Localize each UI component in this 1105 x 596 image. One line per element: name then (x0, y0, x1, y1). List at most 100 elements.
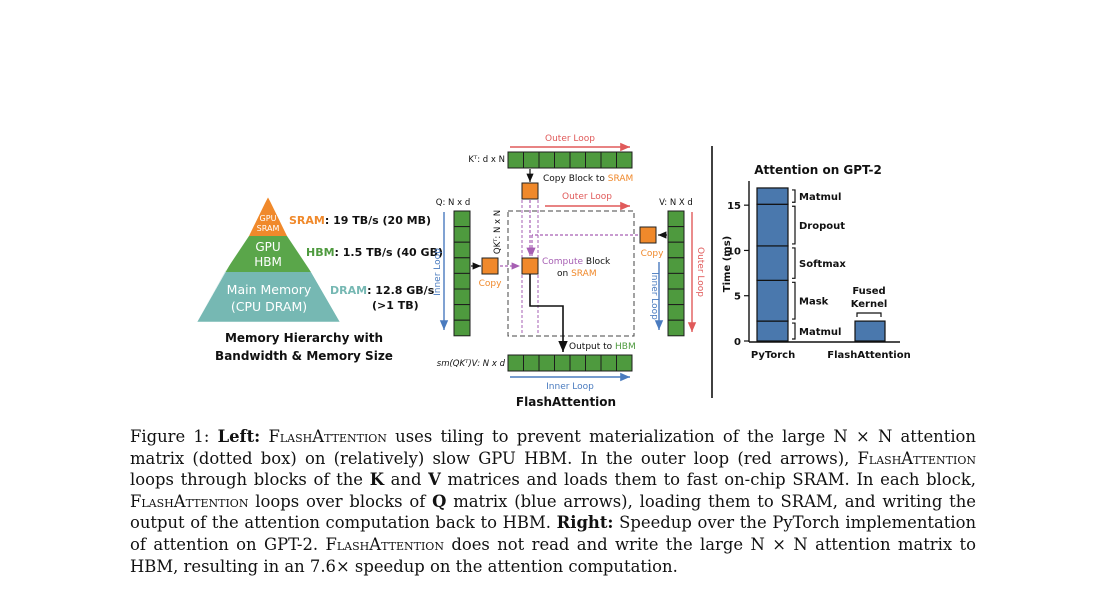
output-cell (507, 354, 524, 372)
v-cell (667, 288, 685, 306)
kt-cell (616, 151, 633, 169)
q-cell (453, 319, 471, 337)
output-cell (554, 354, 571, 372)
caption-part4: matrices and loads them to fast on-chip … (440, 470, 976, 490)
output-matrix (507, 354, 633, 372)
v-cell (667, 257, 685, 274)
caption-v: V (428, 470, 441, 490)
inner-loop-label-left: Inner Loop (433, 248, 443, 296)
v-cell (667, 226, 685, 243)
q-cell (453, 226, 471, 243)
v-matrix (667, 210, 685, 337)
bar-segment (756, 245, 789, 281)
q-matrix (453, 210, 471, 337)
q-label: Q: N x d (436, 198, 470, 208)
segment-label: Dropout (799, 221, 845, 232)
hbm-tier-label1: GPU (255, 240, 280, 254)
caption-k: K (369, 470, 384, 490)
dram-spec-size: (>1 TB) (372, 299, 419, 312)
segment-bracket (792, 322, 796, 340)
qkt-label: QKᵀ: N x N (493, 210, 503, 254)
compute-on-sram-label: on SRAM (557, 269, 597, 279)
q-block-sram (481, 257, 499, 275)
y-tick-label: 10 (727, 246, 741, 257)
caption-flash-name: FlashAttention (857, 448, 976, 468)
figure-caption: Figure 1: Left: FlashAttention uses tili… (130, 426, 976, 577)
fused-bracket (856, 312, 882, 317)
outer-loop-label-right: Outer Loop (695, 247, 705, 297)
pyramid-dram-tier (197, 272, 340, 322)
q-cell (453, 288, 471, 306)
output-cell (585, 354, 602, 372)
outer-loop-label-mid: Outer Loop (562, 192, 612, 202)
y-tick-label: 15 (727, 201, 741, 212)
flash-diagram-title: FlashAttention (516, 395, 616, 409)
kt-cell (523, 151, 540, 169)
segment-bracket (792, 189, 796, 203)
memory-caption-line2: Bandwidth & Memory Size (215, 349, 393, 363)
compute-block (521, 257, 539, 275)
sram-tier-label2: SRAM (257, 224, 280, 233)
segment-label: Matmul (799, 192, 841, 203)
q-copy-label: Copy (479, 279, 503, 289)
sram-spec: SRAM: 19 TB/s (20 MB) (289, 214, 431, 227)
pyramid-hbm-tier (225, 236, 311, 272)
kt-cell (569, 151, 586, 169)
segment-label: Mask (799, 297, 829, 308)
output-cell (616, 354, 633, 372)
caption-flash-name: FlashAttention (268, 427, 387, 446)
kt-cell (554, 151, 571, 169)
fused-label-line1: Fused (852, 286, 885, 297)
hbm-tier-label2: HBM (254, 255, 282, 269)
kt-cell (538, 151, 555, 169)
sram-tier-label1: GPU (260, 214, 277, 223)
gpt2-chart: Attention on GPT-2 Time (ms) 051015PyTor… (722, 163, 911, 361)
memory-pyramid: GPU SRAM GPU HBM Main Memory (CPU DRAM) … (196, 196, 443, 363)
caption-right-label: Right: (556, 513, 614, 533)
bar-segment (756, 203, 789, 247)
bar-segment (756, 279, 789, 322)
hbm-spec: HBM: 1.5 TB/s (40 GB) (306, 246, 443, 259)
kt-cell (600, 151, 617, 169)
fused-label-line2: Kernel (851, 299, 888, 310)
x-tick-label: PyTorch (751, 350, 795, 361)
pyramid-sram-tier (249, 197, 287, 236)
flash-diagram: Outer Loop Kᵀ: d x N Copy Block to SRAM … (433, 134, 705, 409)
v-cell (667, 210, 685, 228)
chart-bars (756, 187, 886, 342)
bar-segment (756, 187, 789, 205)
kt-cell (585, 151, 602, 169)
kt-label: Kᵀ: d x N (468, 155, 505, 165)
caption-part2: loops through blocks of the (130, 470, 370, 490)
output-label: Output to HBM (569, 342, 636, 352)
v-copy-label: Copy (641, 249, 665, 259)
segment-label: Matmul (799, 327, 841, 338)
segment-bracket (792, 247, 796, 279)
q-cell (453, 304, 471, 321)
q-cell (453, 257, 471, 274)
output-cell (523, 354, 540, 372)
dram-tier-label2: (CPU DRAM) (231, 299, 307, 314)
kt-cell (507, 151, 524, 169)
output-matrix-label: sm(QKᵀ)V: N x d (437, 359, 506, 369)
y-tick-label: 0 (734, 337, 741, 348)
caption-figure-number: Figure 1: (130, 427, 218, 446)
caption-part3: and (383, 470, 429, 490)
y-tick-label: 5 (734, 292, 741, 303)
dram-tier-label1: Main Memory (227, 282, 312, 297)
caption-flash-name: FlashAttention (130, 491, 249, 511)
v-cell (667, 319, 685, 337)
kt-matrix (507, 151, 633, 169)
v-block-sram (639, 226, 657, 244)
caption-part7: Speedup over the PyTorch implementation … (130, 513, 976, 554)
attention-matrix-box (507, 210, 635, 337)
caption-part5: loops over blocks of (248, 491, 433, 511)
chart-title: Attention on GPT-2 (754, 163, 882, 177)
dram-spec: DRAM: 12.8 GB/s (330, 284, 435, 297)
segment-bracket (792, 281, 796, 320)
output-cell (600, 354, 617, 372)
output-cell (538, 354, 555, 372)
q-cell (453, 241, 471, 259)
caption-part8: does not read and write the large N × N … (130, 534, 976, 576)
